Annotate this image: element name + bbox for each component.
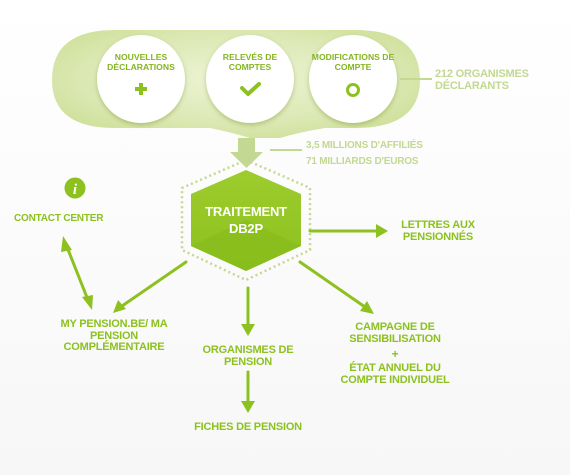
check-icon	[240, 82, 261, 96]
arrow-contact-mypension	[65, 245, 90, 302]
info-glyph: i	[73, 182, 78, 198]
arrow-heads	[61, 224, 388, 413]
contact-center: CONTACT CENTER	[14, 213, 104, 224]
arrow-band-to-cube	[230, 138, 263, 168]
affilies-count: 3,5 MILLIONS D'AFFILIÉS	[306, 140, 423, 151]
mypension: MY PENSION.BE/ MA PENSION COMPLÉMENTAIRE	[60, 318, 168, 354]
circle-releves	[206, 35, 294, 123]
organismes-pension: ORGANISMES DE PENSION	[202, 344, 294, 368]
arrow-to-mypension	[120, 260, 188, 308]
ring-icon	[346, 83, 360, 97]
plus-icon	[135, 83, 147, 95]
cube-shade	[191, 220, 301, 271]
flow-arrows	[65, 229, 380, 405]
circle-modifications	[309, 35, 397, 123]
info-icon	[64, 177, 86, 199]
lettres-pensionnes: LETTRES AUX PENSIONNÉS	[401, 219, 475, 243]
cube-title-line2: DB2P	[229, 221, 263, 236]
etat-annuel: ÉTAT ANNUEL DU COMPTE INDIVIDUEL	[340, 362, 450, 386]
arrowhead-lettres	[376, 224, 388, 238]
campagne-sensibilisation: CAMPAGNE DE SENSIBILISATION	[349, 321, 441, 345]
cube-outline	[180, 158, 312, 282]
organismes-declarants: 212 ORGANISMES DÉCLARANTS	[435, 68, 529, 92]
milliards-amount: 71 MILLIARDS D'EUROS	[306, 156, 419, 167]
arrowhead-organismes	[241, 324, 255, 336]
label-releves: RELEVÉS DE COMPTES	[222, 52, 278, 72]
arrowhead-mypension	[113, 300, 126, 313]
label-nouvelles: NOUVELLES DÉCLARATIONS	[107, 52, 175, 72]
plus-sign: +	[391, 347, 399, 361]
cube-title-line1: TRAITEMENT	[205, 204, 287, 219]
circle-nouvelles	[97, 35, 185, 123]
fiches-pension: FICHES DE PENSION	[194, 421, 302, 433]
arrowhead-fiches	[241, 401, 255, 413]
arrowhead-contact-up	[61, 236, 72, 252]
arrow-to-campagne	[298, 260, 367, 309]
label-modifications: MODIFICATIONS DE COMPTE	[311, 52, 395, 72]
arrowhead-campagne	[360, 301, 374, 314]
arrowhead-contact-down	[82, 295, 93, 310]
